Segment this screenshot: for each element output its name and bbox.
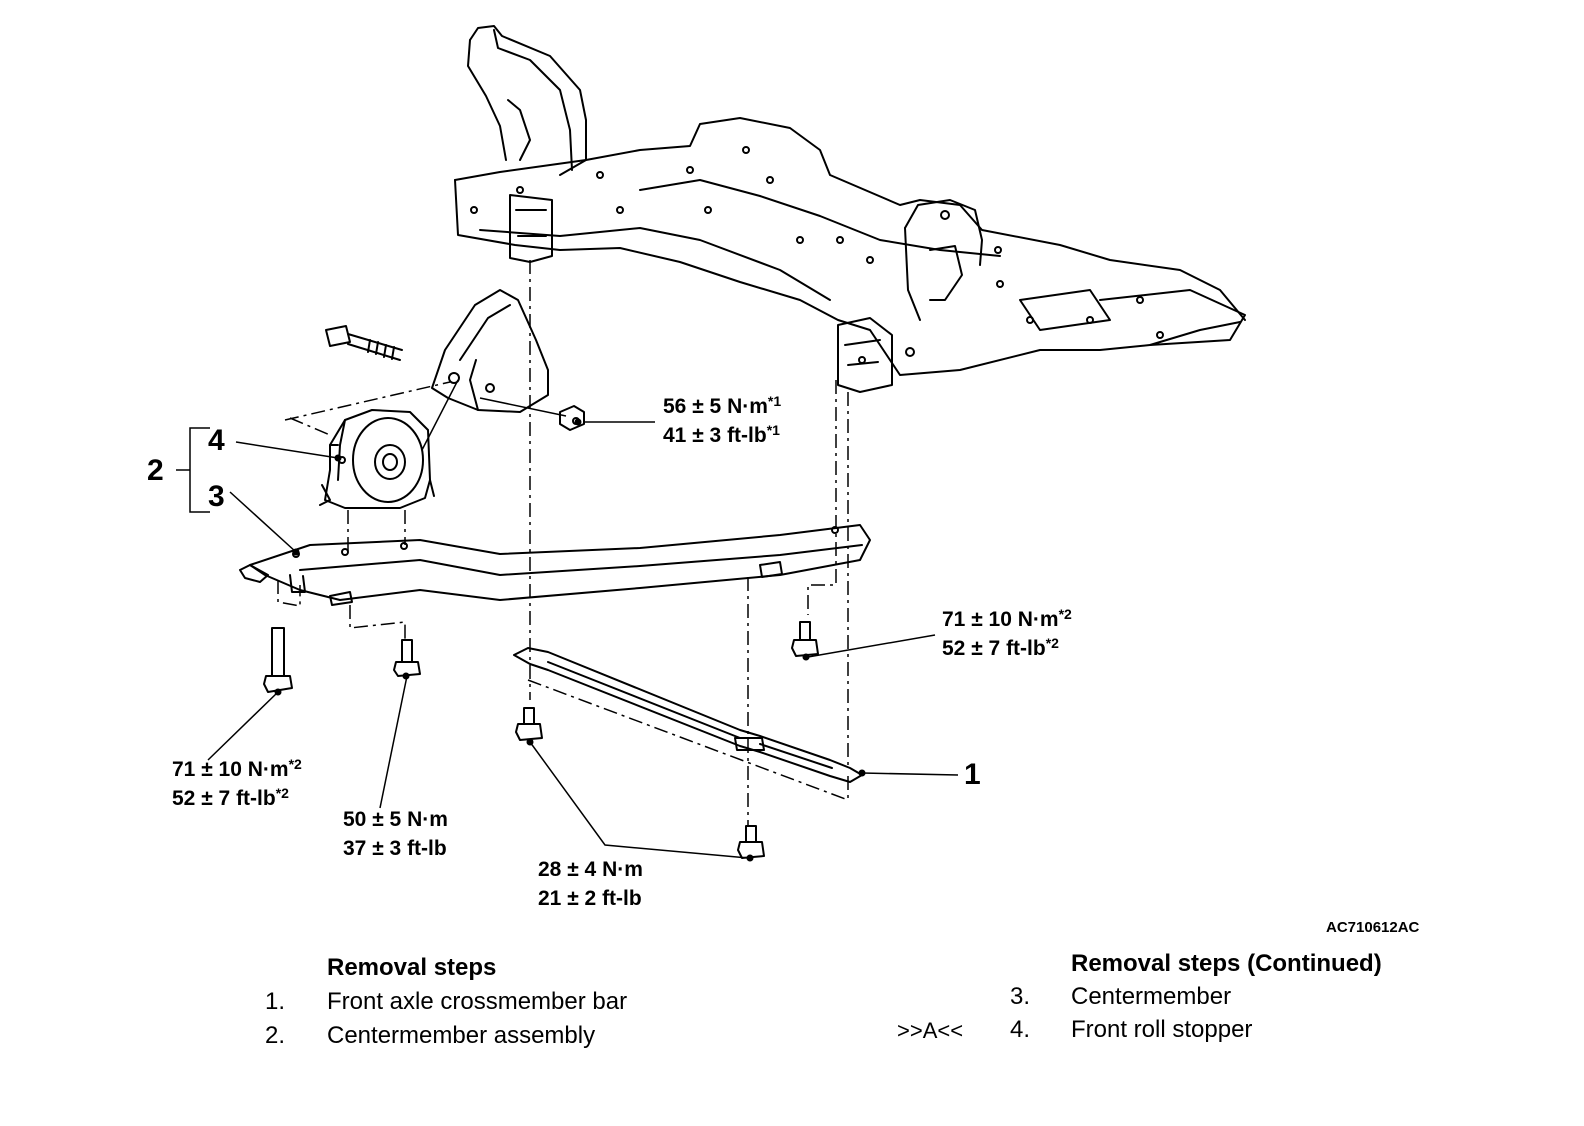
through-bolt: [325, 325, 403, 361]
footnote-mark: *2: [288, 756, 302, 772]
step-text: Front axle crossmember bar: [327, 988, 628, 1015]
roll-stopper-bracket: [431, 289, 549, 413]
torque-ftlb: 52 ± 7 ft-lb: [942, 637, 1046, 660]
torque-label-center-bolt: 50 ± 5 N·m 37 ± 3 ft-lb: [343, 805, 448, 863]
torque-ftlb: 52 ± 7 ft-lb: [172, 787, 276, 810]
step-number: 2.: [265, 1022, 286, 1049]
torque-label-right-bolt: 71 ± 10 N·m*2 52 ± 7 ft-lb*2: [942, 605, 1072, 663]
centermember: [239, 524, 871, 606]
callout-3: 3: [208, 480, 225, 513]
torque-label-left-bolt: 71 ± 10 N·m*2 52 ± 7 ft-lb*2: [172, 755, 302, 813]
step-number: 4.: [1010, 1016, 1031, 1043]
torque-ftlb: 41 ± 3 ft-lb: [663, 424, 767, 447]
step-text: Front roll stopper: [1071, 1016, 1253, 1043]
footnote-mark: *2: [275, 785, 289, 801]
torque-nm: 28 ± 4 N·m: [538, 858, 643, 881]
footnote-mark: *1: [766, 422, 780, 438]
torque-nm: 56 ± 5 N·m: [663, 395, 768, 418]
torque-label-bar-bolt: 28 ± 4 N·m 21 ± 2 ft-lb: [538, 855, 643, 913]
crossmember-bar: [513, 647, 863, 783]
step-number: 1.: [265, 988, 286, 1015]
bolts: [263, 621, 819, 859]
torque-nm: 71 ± 10 N·m: [172, 758, 289, 781]
upper-nut: [559, 405, 585, 431]
assembly-lines: [277, 260, 849, 826]
front-crossmember: [454, 25, 1246, 393]
figure-code: AC710612AC: [1326, 919, 1420, 936]
callout-1: 1: [964, 758, 981, 791]
torque-ftlb: 37 ± 3 ft-lb: [343, 837, 447, 860]
leader-lines: [176, 379, 959, 859]
step-text: Centermember assembly: [327, 1022, 596, 1049]
torque-label-upper-nut: 56 ± 5 N·m*1 41 ± 3 ft-lb*1: [663, 392, 781, 450]
step-text: Centermember: [1071, 983, 1232, 1010]
callout-2: 2: [147, 454, 164, 487]
procedure-mark: >>A<<: [897, 1018, 964, 1043]
removal-steps-continued-title: Removal steps (Continued): [1071, 950, 1382, 977]
leader-dots: [274, 418, 866, 862]
footnote-mark: *2: [1058, 606, 1072, 622]
footnote-mark: *1: [767, 393, 782, 409]
footnote-mark: *2: [1045, 635, 1059, 651]
removal-steps-title: Removal steps: [327, 954, 497, 981]
step-number: 3.: [1010, 983, 1031, 1010]
torque-nm: 50 ± 5 N·m: [343, 808, 448, 831]
front-roll-stopper: [319, 409, 435, 509]
callout-4: 4: [208, 424, 225, 457]
torque-ftlb: 21 ± 2 ft-lb: [538, 887, 642, 910]
torque-nm: 71 ± 10 N·m: [942, 608, 1059, 631]
